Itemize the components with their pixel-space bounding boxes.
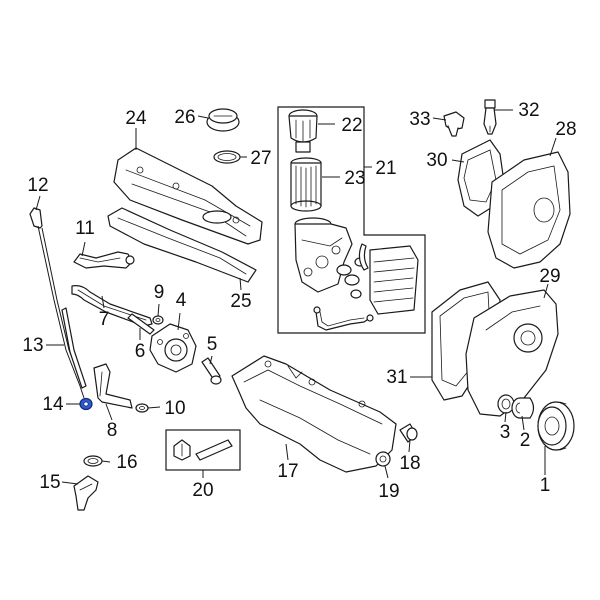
callout-10: 10 <box>164 398 185 419</box>
callout-32: 32 <box>518 100 539 121</box>
callout-18: 18 <box>399 453 420 474</box>
callout-3: 3 <box>500 422 511 443</box>
oil-pan-part[interactable] <box>231 355 397 473</box>
callout-33: 33 <box>409 109 430 130</box>
callout-21: 21 <box>375 158 396 179</box>
callout-9: 9 <box>154 282 165 303</box>
callout-5: 5 <box>207 334 218 355</box>
callout-24: 24 <box>125 108 147 129</box>
oil-filter-housing-part[interactable] <box>294 217 353 293</box>
callout-26: 26 <box>174 107 195 128</box>
hardware-kit-part[interactable] <box>165 429 241 471</box>
callout-27: 27 <box>250 148 271 169</box>
sensor-33-part[interactable] <box>443 111 465 137</box>
callout-22: 22 <box>341 115 362 136</box>
drain-plug-washer-part[interactable] <box>375 451 391 467</box>
oil-filter-cap-part[interactable] <box>288 109 318 153</box>
callout-20: 20 <box>192 480 213 501</box>
drain-plug-part[interactable] <box>399 423 418 443</box>
oil-filler-cap-part[interactable] <box>206 108 240 132</box>
seal-ring-9-part[interactable] <box>152 315 164 325</box>
oil-pickup-tube-part[interactable] <box>93 363 133 409</box>
callout-15: 15 <box>39 472 60 493</box>
pipe-6-part[interactable] <box>127 313 155 335</box>
callout-8: 8 <box>107 420 118 441</box>
seal-10-part[interactable] <box>135 403 149 413</box>
callout-23: 23 <box>344 168 365 189</box>
oil-filter-element-part[interactable] <box>290 157 322 212</box>
callout-11: 11 <box>75 218 95 239</box>
callout-16: 16 <box>116 452 137 473</box>
oil-pressure-switch-part[interactable] <box>73 475 99 511</box>
callout-4: 4 <box>176 290 187 311</box>
callout-12: 12 <box>27 175 48 196</box>
callout-19: 19 <box>378 481 399 502</box>
sensor-32-part[interactable] <box>483 99 497 135</box>
callout-1: 1 <box>540 475 551 496</box>
bolt-5-part[interactable] <box>201 357 222 385</box>
callout-6: 6 <box>135 341 146 362</box>
dipstick-tube-part[interactable] <box>61 307 87 389</box>
callout-2: 2 <box>520 430 531 451</box>
oil-filter-assembly-frame <box>277 106 426 334</box>
callout-30: 30 <box>426 150 447 171</box>
breather-hose-part[interactable] <box>73 251 135 269</box>
oil-cooler-line-part[interactable] <box>313 306 374 331</box>
callout-labels: 1 2 3 4 5 6 7 8 9 10 11 12 13 14 15 16 1… <box>22 100 576 502</box>
callout-7: 7 <box>99 309 110 330</box>
valve-cover-part[interactable] <box>113 147 263 245</box>
oil-pump-part[interactable] <box>149 323 197 373</box>
leader-lines <box>35 109 557 485</box>
callout-29: 29 <box>539 266 560 287</box>
dipstick-tube-o-ring-part[interactable] <box>79 397 93 411</box>
callout-31: 31 <box>386 367 407 388</box>
callout-17: 17 <box>277 461 298 482</box>
filler-cap-seal-part[interactable] <box>213 150 241 164</box>
bushing-2-part[interactable] <box>511 397 535 419</box>
callout-28: 28 <box>555 119 576 140</box>
front-cover-part[interactable] <box>465 289 559 417</box>
upper-timing-cover-part[interactable] <box>487 151 571 269</box>
callout-13: 13 <box>22 335 43 356</box>
valve-cover-gasket-part[interactable] <box>107 207 257 283</box>
callout-25: 25 <box>230 291 251 312</box>
callout-14: 14 <box>42 394 64 415</box>
seal-16-part[interactable] <box>83 455 103 467</box>
crankshaft-pulley-part[interactable] <box>537 401 575 451</box>
oil-cooler-part[interactable] <box>358 243 419 315</box>
